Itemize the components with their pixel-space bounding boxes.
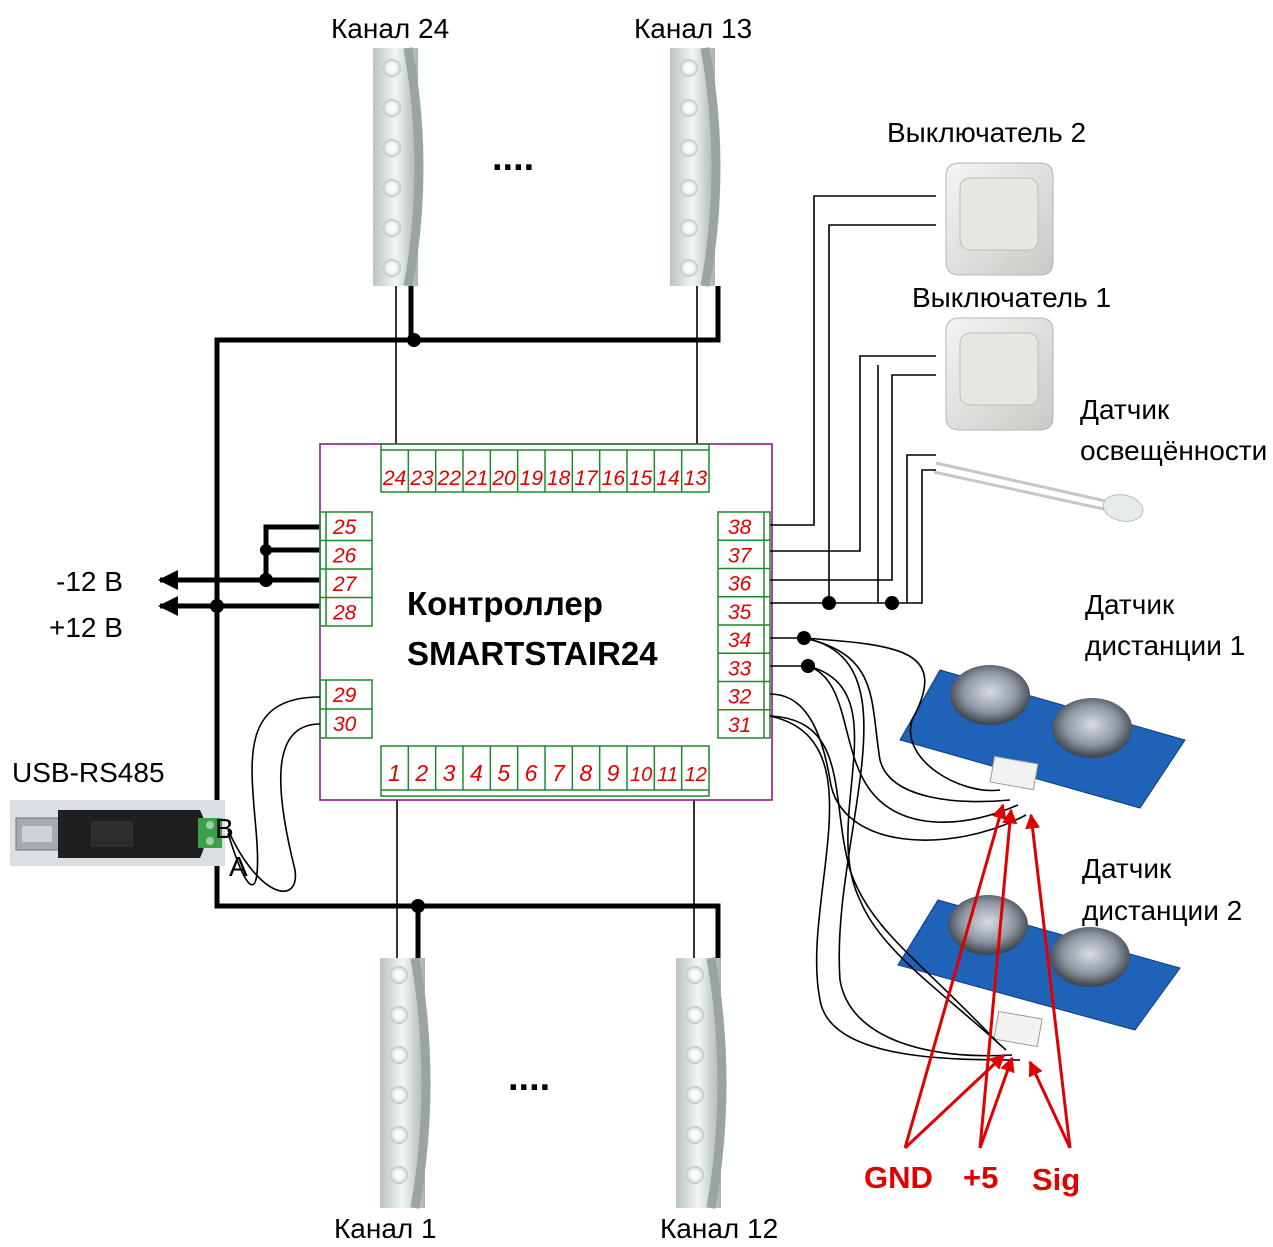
terminal-7-label: 7: [552, 760, 566, 786]
terminal-37-label: 37: [728, 544, 753, 567]
terminal-26-label: 26: [332, 545, 357, 568]
led-strip-icon: [676, 957, 727, 1209]
pin-gnd-label: GND: [864, 1160, 933, 1195]
light-sensor-label-2: освещённости: [1080, 435, 1267, 466]
terminal-18-label: 18: [547, 467, 571, 490]
terminal-1-label: 1: [388, 760, 401, 786]
pin-plus5-label: +5: [963, 1160, 998, 1195]
terminal-20-label: 20: [491, 467, 516, 490]
distance-2-label-1: Датчик: [1082, 853, 1172, 884]
terminal-36-label: 36: [728, 573, 752, 596]
terminal-21-label: 21: [464, 467, 488, 490]
switch-wires: [770, 195, 936, 610]
sensor-wires: [769, 631, 1027, 1061]
terminal-5-label: 5: [497, 760, 510, 786]
channel-wires: [395, 286, 698, 958]
terminal-12-label: 12: [685, 764, 707, 786]
terminal-19-label: 19: [520, 467, 544, 490]
terminal-9-label: 9: [607, 760, 620, 786]
pin-arrows: [903, 803, 1072, 1150]
terminal-17-label: 17: [574, 467, 599, 490]
usb-title: USB-RS485: [12, 757, 165, 788]
ultrasonic-sensor-icon: [897, 895, 1181, 1048]
power-bus: [158, 286, 721, 958]
terminal-29-label: 29: [332, 684, 357, 707]
terminal-4-label: 4: [470, 760, 483, 786]
terminal-22-label: 22: [437, 467, 462, 490]
terminal-30-label: 30: [333, 713, 357, 736]
led-strip-icon: [373, 47, 424, 287]
terminal-25-label: 25: [332, 516, 357, 539]
usb-b-label: B: [215, 813, 234, 844]
controller-title: Контроллер: [407, 585, 603, 622]
plus-12v-label: +12 В: [49, 612, 123, 643]
terminal-8-label: 8: [579, 760, 592, 786]
channel-13-label: Канал 13: [634, 13, 752, 44]
usb-adapter-icon: [10, 800, 225, 866]
terminal-38-label: 38: [728, 516, 752, 539]
terminal-32-label: 32: [728, 686, 752, 709]
ellipsis-top: ....: [492, 137, 534, 179]
terminal-28-label: 28: [332, 602, 357, 625]
terminal-35-label: 35: [728, 601, 752, 624]
terminal-23-label: 23: [409, 467, 434, 490]
distance-1-label-2: дистанции 1: [1085, 630, 1245, 661]
terminal-6-label: 6: [525, 760, 538, 786]
terminal-27-label: 27: [332, 573, 358, 596]
distance-1-label-1: Датчик: [1085, 589, 1175, 620]
photoresistor-icon: [933, 461, 1144, 522]
terminal-10-label: 10: [630, 764, 652, 786]
ellipsis-bottom: ....: [508, 1057, 550, 1099]
led-strip-icon: [380, 957, 431, 1209]
switch-2-label: Выключатель 2: [887, 117, 1086, 148]
pin-sig-label: Sig: [1032, 1162, 1080, 1197]
light-switch-icon: [945, 317, 1054, 431]
terminal-33-label: 33: [728, 657, 752, 680]
ultrasonic-sensor-icon: [899, 665, 1186, 809]
terminal-3-label: 3: [443, 760, 456, 786]
channel-12-label: Канал 12: [660, 1213, 778, 1244]
controller-model: SMARTSTAIR24: [407, 635, 658, 672]
terminal-34-label: 34: [728, 629, 751, 652]
terminal-31-label: 31: [728, 714, 751, 737]
terminal-2-label: 2: [414, 760, 428, 786]
light-sensor-label-1: Датчик: [1080, 394, 1170, 425]
channel-24-label: Канал 24: [331, 13, 449, 44]
led-strip-icon: [670, 47, 721, 287]
terminal-11-label: 11: [657, 764, 678, 786]
minus-12v-label: -12 В: [56, 566, 123, 597]
rs485-wires: [227, 696, 321, 893]
channel-1-label: Канал 1: [334, 1213, 437, 1244]
terminal-15-label: 15: [629, 467, 653, 490]
switch-1-label: Выключатель 1: [912, 282, 1111, 313]
terminal-24-label: 24: [382, 467, 406, 490]
distance-2-label-2: дистанции 2: [1082, 895, 1242, 926]
light-switch-icon: [945, 162, 1054, 276]
terminal-14-label: 14: [656, 467, 679, 490]
controller-board: [319, 443, 773, 801]
terminal-16-label: 16: [602, 467, 626, 490]
terminal-13-label: 13: [684, 467, 708, 490]
